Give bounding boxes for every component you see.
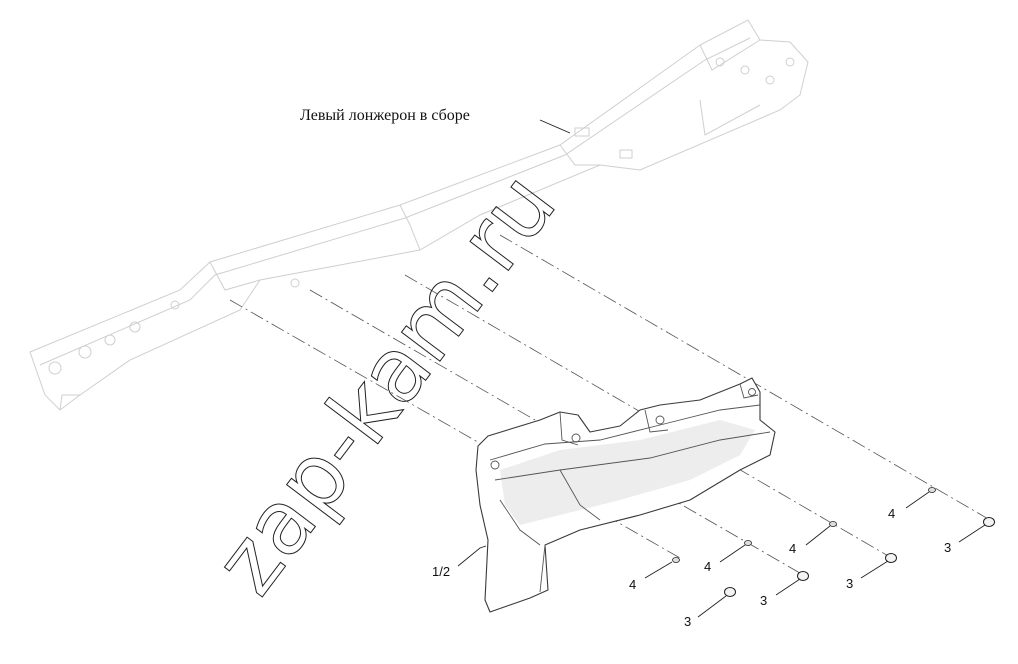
- washers: [672, 487, 936, 563]
- callout-nut-c: 3: [846, 576, 853, 591]
- nuts: [724, 517, 995, 597]
- callout-nut-a: 3: [684, 614, 691, 629]
- callout-main-part: 1/2: [432, 564, 450, 579]
- washer-a: [672, 557, 680, 563]
- nut-c: [885, 553, 897, 563]
- assembly-line-4: [499, 234, 991, 521]
- callout-washer-d: 4: [888, 506, 895, 521]
- assembly-line-3: [404, 274, 891, 558]
- callout-nut-b: 3: [760, 593, 767, 608]
- washer-c: [829, 521, 837, 527]
- nut-d: [983, 517, 995, 527]
- callout-washer-a: 4: [629, 577, 636, 592]
- nut-a: [724, 587, 736, 597]
- frame-rail: [29, 19, 809, 411]
- nut-b: [797, 571, 809, 581]
- callout-washer-c: 4: [789, 541, 796, 556]
- callout-nut-d: 3: [944, 540, 951, 555]
- washer-b: [744, 540, 752, 546]
- leader-lines: [457, 119, 986, 618]
- callout-washer-b: 4: [704, 559, 711, 574]
- assembly-caption: Левый лонжерон в сборе: [300, 107, 470, 124]
- splash-guard-part: [475, 377, 776, 613]
- washer-d: [928, 487, 936, 493]
